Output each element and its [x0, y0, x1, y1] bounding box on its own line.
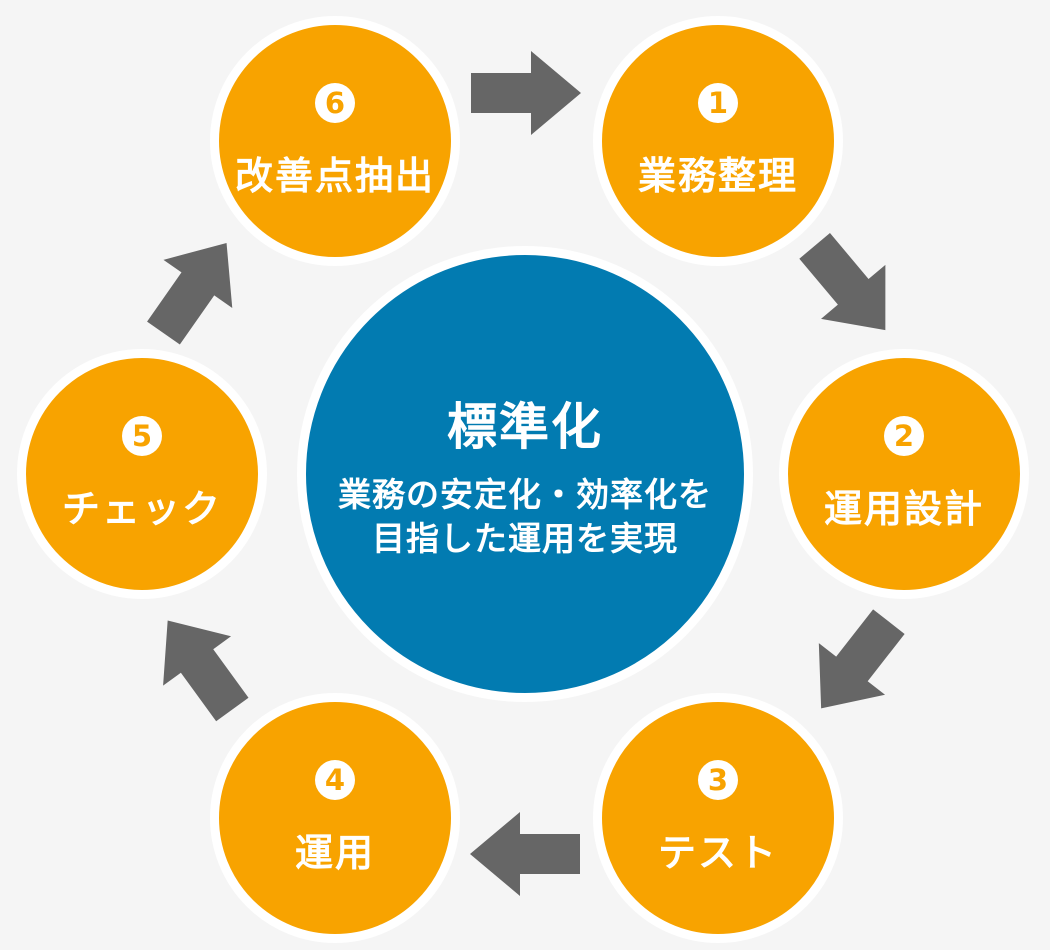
arrow-right-icon	[129, 218, 261, 358]
center-subtitle-line1: 業務の安定化・効率化を	[338, 475, 712, 514]
arrow-right-icon	[788, 595, 922, 735]
step-number-badge: 5	[122, 415, 162, 456]
step-label: チェック	[61, 486, 222, 531]
step-number-badge: 3	[698, 759, 738, 800]
step-number-badge: 1	[698, 82, 738, 123]
center-title: 標準化	[447, 398, 603, 456]
step-number-badge: 2	[884, 415, 924, 456]
center-subtitle-line2: 目指した運用を実現	[372, 519, 678, 558]
step-label: テスト	[657, 830, 778, 875]
step-improvement-extraction: 6 改善点抽出	[210, 16, 460, 266]
step-business-organization: 1 業務整理	[593, 16, 843, 266]
step-test: 3 テスト	[593, 693, 843, 943]
step-operation-design: 2 運用設計	[779, 349, 1029, 599]
step-label: 運用設計	[823, 486, 984, 531]
arrow-right-icon	[782, 218, 918, 358]
arrow-right-icon	[470, 812, 580, 896]
center-standardization-circle: 標準化 業務の安定化・効率化を 目指した運用を実現	[297, 246, 753, 702]
arrow-right-icon	[133, 595, 267, 735]
step-operation: 4 運用	[210, 693, 460, 943]
arrow-right-icon	[471, 51, 581, 135]
step-check: 5 チェック	[17, 349, 267, 599]
step-number-badge: 4	[315, 759, 355, 800]
step-label: 運用	[294, 830, 375, 875]
step-label: 業務整理	[637, 153, 798, 198]
step-number-badge: 6	[315, 82, 355, 123]
step-label: 改善点抽出	[234, 153, 435, 198]
